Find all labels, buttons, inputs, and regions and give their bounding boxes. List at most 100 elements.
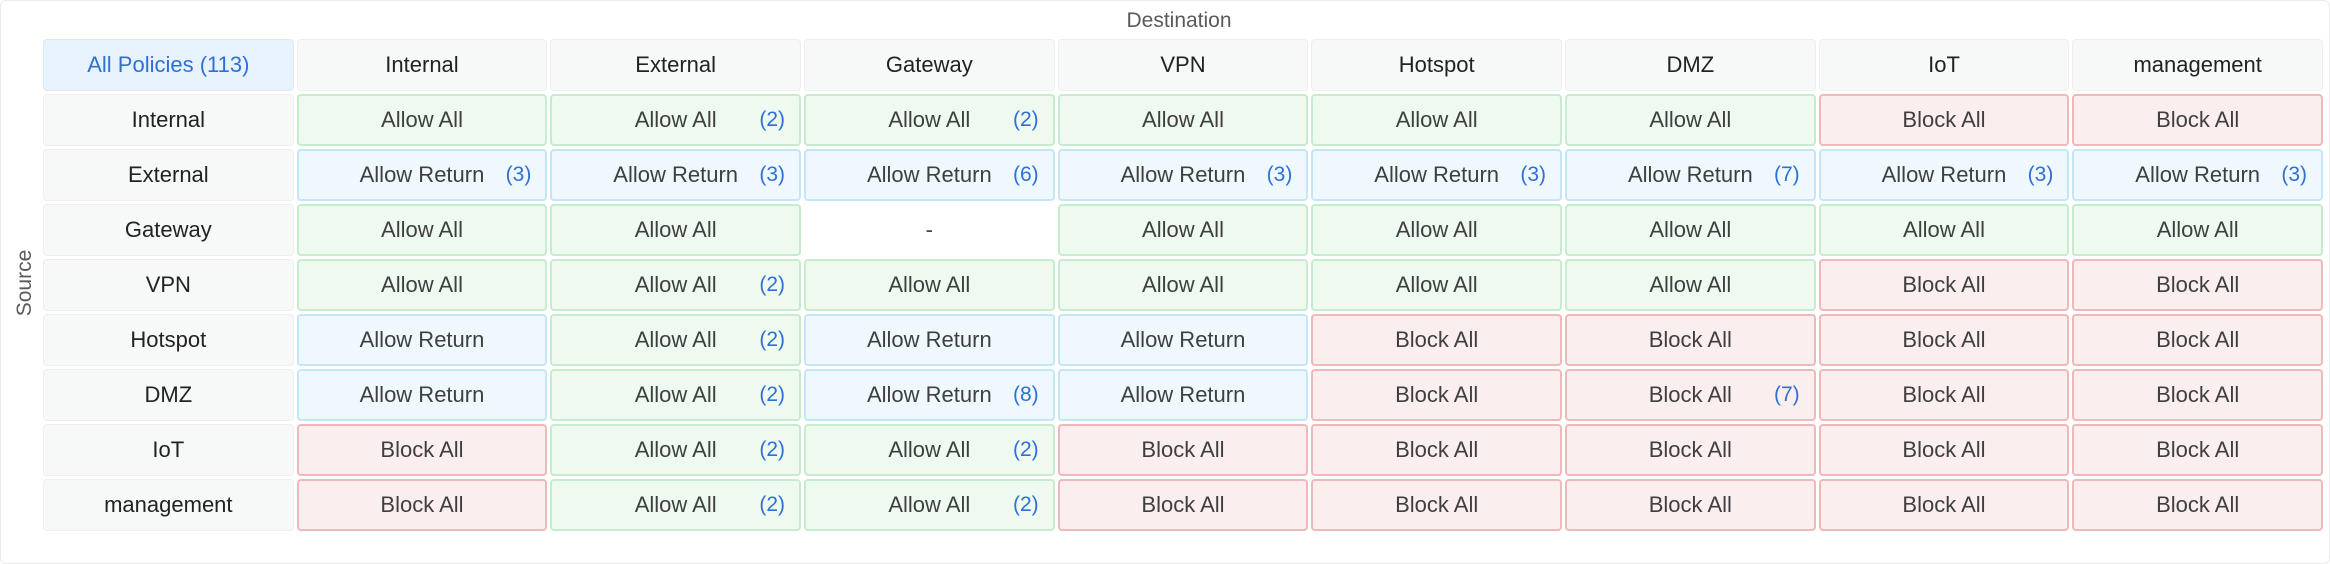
policy-count-badge[interactable]: (2) [759, 328, 785, 351]
policy-cell-iot-to-external[interactable]: Allow All(2) [550, 424, 801, 476]
policy-action-label: Allow All [888, 437, 971, 462]
policy-action-label: Allow All [381, 107, 463, 132]
policy-action-label: Block All [2156, 107, 2240, 132]
policy-cell-dmz-to-dmz[interactable]: Block All(7) [1565, 369, 1816, 421]
policy-count-badge[interactable]: (3) [2281, 163, 2307, 186]
policy-cell-gateway-to-external[interactable]: Allow All [550, 204, 801, 256]
policy-cell-vpn-to-internal[interactable]: Allow All [296, 259, 548, 311]
policy-action-label: Allow All [634, 217, 717, 242]
dest-header-external: External [550, 39, 801, 91]
policy-cell-vpn-to-gateway[interactable]: Allow All [804, 259, 1055, 311]
policy-cell-iot-to-management[interactable]: Block All [2072, 424, 2323, 476]
all-policies-button[interactable]: All Policies (113) [43, 39, 294, 91]
policy-cell-hotspot-to-dmz[interactable]: Block All [1565, 314, 1816, 366]
policy-action-label: Allow All [1395, 217, 1478, 242]
policy-cell-external-to-iot[interactable]: Allow Return(3) [1818, 149, 2070, 201]
policy-count-badge[interactable]: (2) [759, 493, 785, 516]
policy-count-badge[interactable]: (3) [2027, 163, 2054, 186]
policy-cell-gateway-to-management[interactable]: Allow All [2072, 204, 2323, 256]
policy-cell-iot-to-hotspot[interactable]: Block All [1311, 424, 1562, 476]
policy-action-label: Block All [1395, 382, 1479, 407]
policy-cell-gateway-to-iot[interactable]: Allow All [1818, 204, 2070, 256]
policy-count-badge[interactable]: (3) [1520, 163, 1546, 186]
policy-action-label: Allow All [888, 107, 971, 132]
policy-cell-external-to-management[interactable]: Allow Return(3) [2072, 149, 2323, 201]
policy-cell-hotspot-to-management[interactable]: Block All [2072, 314, 2323, 366]
policy-cell-management-to-hotspot[interactable]: Block All [1311, 479, 1562, 531]
policy-cell-external-to-external[interactable]: Allow Return(3) [550, 149, 801, 201]
policy-action-label: Allow All [634, 327, 717, 352]
policy-cell-hotspot-to-external[interactable]: Allow All (2) [550, 314, 801, 366]
policy-cell-management-to-gateway[interactable]: Allow All(2) [804, 479, 1055, 531]
policy-cell-internal-to-gateway[interactable]: Allow All (2) [804, 94, 1055, 146]
policy-cell-external-to-gateway[interactable]: Allow Return (6) [804, 149, 1055, 201]
dest-header-iot: IoT [1818, 39, 2070, 91]
policy-count-badge[interactable]: (2) [1012, 108, 1039, 131]
policy-cell-dmz-to-management[interactable]: Block All [2072, 369, 2323, 421]
policy-count-badge[interactable]: (3) [759, 163, 785, 186]
policy-cell-internal-to-dmz[interactable]: Allow All [1565, 94, 1816, 146]
policy-action-label: Block All [1902, 437, 1986, 462]
policy-cell-external-to-hotspot[interactable]: Allow Return(3) [1311, 149, 1562, 201]
policy-count-badge[interactable]: (3) [505, 163, 532, 186]
policy-count-badge[interactable]: (8) [1012, 383, 1039, 406]
policy-cell-management-to-external[interactable]: Allow All(2) [550, 479, 801, 531]
policy-cell-gateway-to-vpn[interactable]: Allow All [1057, 204, 1309, 256]
policy-cell-internal-to-management[interactable]: Block All [2072, 94, 2323, 146]
policy-cell-iot-to-vpn[interactable]: Block All [1057, 424, 1309, 476]
policy-cell-external-to-internal[interactable]: Allow Return(3) [296, 149, 548, 201]
policy-count-badge[interactable]: (3) [1266, 163, 1293, 186]
policy-cell-dmz-to-iot[interactable]: Block All [1818, 369, 2070, 421]
policy-cell-iot-to-internal[interactable]: Block All [296, 424, 548, 476]
policy-count-badge[interactable]: (7) [1773, 383, 1800, 406]
policy-cell-dmz-to-external[interactable]: Allow All(2) [550, 369, 801, 421]
policy-cell-hotspot-to-vpn[interactable]: Allow Return [1057, 314, 1309, 366]
policy-action-label: Allow Return [866, 162, 992, 187]
policy-cell-dmz-to-gateway[interactable]: Allow Return(8) [804, 369, 1055, 421]
policy-cell-dmz-to-internal[interactable]: Allow Return [296, 369, 548, 421]
policy-cell-management-to-vpn[interactable]: Block All [1057, 479, 1309, 531]
policy-cell-gateway-to-dmz[interactable]: Allow All [1565, 204, 1816, 256]
policy-count-badge[interactable]: (2) [759, 383, 785, 406]
policy-cell-hotspot-to-iot[interactable]: Block All [1818, 314, 2070, 366]
policy-cell-vpn-to-external[interactable]: Allow All(2) [550, 259, 801, 311]
policy-cell-gateway-to-internal[interactable]: Allow All [296, 204, 548, 256]
policy-cell-iot-to-dmz[interactable]: Block All [1565, 424, 1816, 476]
policy-cell-internal-to-iot[interactable]: Block All [1818, 94, 2070, 146]
policy-cell-hotspot-to-gateway[interactable]: Allow Return [804, 314, 1055, 366]
policy-action-label: Allow All [381, 272, 463, 297]
policy-action-label: - [925, 217, 933, 242]
policy-cell-vpn-to-hotspot[interactable]: Allow All [1311, 259, 1562, 311]
policy-cell-management-to-dmz[interactable]: Block All [1565, 479, 1816, 531]
policy-cell-gateway-to-hotspot[interactable]: Allow All [1311, 204, 1562, 256]
policy-count-badge[interactable]: (7) [1773, 163, 1800, 186]
policy-cell-iot-to-iot[interactable]: Block All [1818, 424, 2070, 476]
policy-cell-external-to-dmz[interactable]: Allow Return(7) [1565, 149, 1816, 201]
dest-header-hotspot: Hotspot [1311, 39, 1562, 91]
policy-action-label: Block All [1648, 437, 1732, 462]
policy-cell-management-to-management[interactable]: Block All [2072, 479, 2323, 531]
policy-cell-external-to-vpn[interactable]: Allow Return(3) [1057, 149, 1309, 201]
policy-cell-dmz-to-vpn[interactable]: Allow Return [1057, 369, 1309, 421]
policy-cell-vpn-to-dmz[interactable]: Allow All [1565, 259, 1816, 311]
policy-count-badge[interactable]: (6) [1012, 163, 1039, 186]
policy-count-badge[interactable]: (2) [1012, 438, 1039, 461]
policy-cell-internal-to-hotspot[interactable]: Allow All [1311, 94, 1562, 146]
policy-cell-dmz-to-hotspot[interactable]: Block All [1311, 369, 1562, 421]
policy-cell-iot-to-gateway[interactable]: Allow All (2) [804, 424, 1055, 476]
policy-cell-management-to-internal[interactable]: Block All [296, 479, 548, 531]
policy-cell-internal-to-internal[interactable]: Allow All [296, 94, 548, 146]
policy-cell-vpn-to-management[interactable]: Block All [2072, 259, 2323, 311]
policy-count-badge[interactable]: (2) [759, 273, 785, 296]
policy-cell-vpn-to-iot[interactable]: Block All [1818, 259, 2070, 311]
policy-cell-internal-to-vpn[interactable]: Allow All [1057, 94, 1309, 146]
policy-count-badge[interactable]: (2) [759, 108, 785, 131]
policy-cell-internal-to-external[interactable]: Allow All(2) [550, 94, 801, 146]
policy-count-badge[interactable]: (2) [759, 438, 785, 461]
policy-cell-management-to-iot[interactable]: Block All [1818, 479, 2070, 531]
policy-cell-hotspot-to-hotspot[interactable]: Block All [1311, 314, 1562, 366]
policy-cell-vpn-to-vpn[interactable]: Allow All [1057, 259, 1309, 311]
policy-cell-hotspot-to-internal[interactable]: Allow Return [296, 314, 548, 366]
policy-count-badge[interactable]: (2) [1012, 493, 1039, 516]
